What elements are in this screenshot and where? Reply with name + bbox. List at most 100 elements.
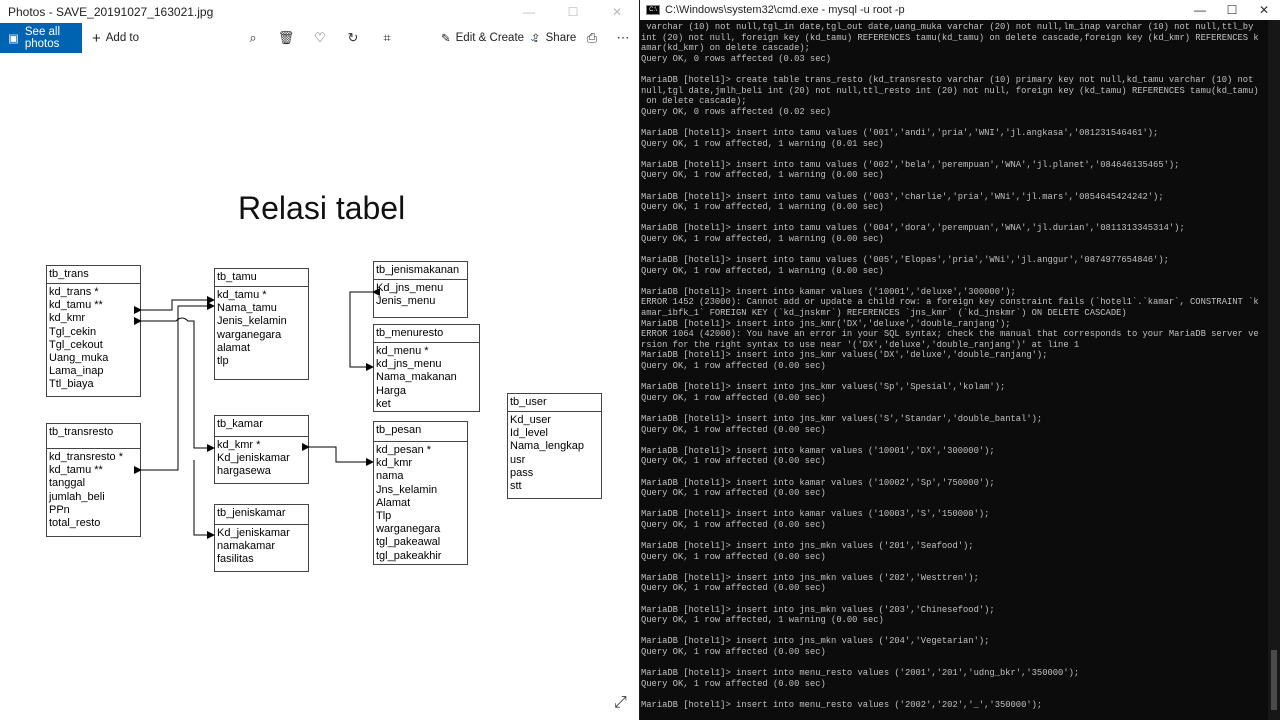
console-line: Query OK, 1 row affected (0.00 sec) [641, 519, 826, 530]
table-name: tb_transresto [47, 424, 140, 449]
table-field: jumlah_beli [49, 490, 105, 503]
table-field: stt [510, 480, 522, 493]
table-field: total_resto [49, 517, 101, 530]
console-line: Query OK, 1 row affected (0.00 sec) [641, 456, 826, 467]
table-field: Alamat [376, 496, 411, 509]
table-name: tb_user [508, 394, 601, 412]
console-line: Query OK, 1 row affected, 1 warning (0.0… [641, 202, 884, 213]
console-line: Query OK, 1 row affected, 1 warning (0.0… [641, 170, 884, 181]
rotate-icon[interactable]: ↻ [347, 30, 359, 45]
photos-icon: ▣ [8, 33, 19, 45]
table-field: Tlp [376, 510, 392, 523]
share-button[interactable]: ⇪ Share [531, 31, 576, 45]
table-tb-pesan: tb_pesan kd_pesan * kd_kmr nama Jns_kela… [373, 421, 468, 565]
console-line [641, 213, 1267, 224]
console-line: MariaDB [hotel1]> insert into menu_resto… [641, 700, 1043, 710]
console-line [641, 562, 1267, 573]
console-line: Query OK, 1 row affected (0.00 sec) [641, 424, 826, 435]
table-field: Nama_makanan [376, 371, 457, 384]
table-field: Kd_jns_menu [376, 282, 444, 294]
console-line: MariaDB [hotel1]> insert into jns_mkn va… [641, 572, 979, 583]
console-line: ERROR 1452 (23000): Cannot add or update… [641, 297, 1259, 308]
table-field: warganegara [376, 523, 441, 536]
table-field: fasilitas [217, 553, 254, 566]
more-icon[interactable]: ⋯ [616, 30, 630, 45]
table-field: kd_kmr [49, 312, 86, 325]
see-all-photos-label: See all photos [24, 26, 61, 50]
table-field: Jns_kelamin [376, 483, 438, 496]
print-icon[interactable]: ⎙ [586, 30, 598, 45]
table-field: Kd_jeniskamar [217, 452, 290, 465]
close-icon[interactable]: ✕ [611, 4, 623, 19]
crop-icon[interactable]: ⌗ [383, 30, 391, 45]
console-line [641, 435, 1267, 446]
table-field: PPn [49, 503, 70, 516]
console-line: ERROR 1064 (42000): You have an error in… [641, 329, 1259, 340]
console-line: amar(kd_kmr) on delete cascade); [641, 43, 810, 54]
console-line: MariaDB [hotel1]> insert into tamu value… [641, 127, 1159, 138]
table-field: warganegara [217, 328, 282, 341]
console-line: MariaDB [hotel1]> insert into jns_mkn va… [641, 636, 990, 647]
console-line [641, 499, 1267, 510]
expand-icon[interactable]: ⤢ [614, 694, 627, 711]
console-line: Query OK, 1 row affected (0.00 sec) [641, 678, 826, 689]
close-icon[interactable]: ✕ [1258, 3, 1270, 17]
table-name: tb_jeniskamar [215, 505, 308, 525]
table-field: nama [376, 470, 404, 483]
cmd-app-icon: C:\ [646, 5, 660, 15]
table-field: tlp [217, 355, 229, 368]
table-tb-kamar: tb_kamar kd_kmr * Kd_jeniskamar hargasew… [214, 415, 309, 484]
console-line [641, 403, 1267, 414]
console-line: null,tgl date,jmlh_beli int (20) not nul… [641, 85, 1259, 96]
table-field: Id_level [510, 427, 548, 440]
table-field: kd_trans * [49, 286, 99, 298]
zoom-icon[interactable]: ⌕ [249, 30, 257, 45]
console-line: Query OK, 1 row affected, 1 warning (0.0… [641, 615, 884, 626]
maximize-icon[interactable]: ☐ [1226, 3, 1238, 17]
console-line: Query OK, 1 row affected, 1 warning (0.0… [641, 265, 884, 276]
table-field: Uang_muka [49, 352, 109, 365]
minimize-icon[interactable]: — [1194, 3, 1206, 17]
console-line [641, 626, 1267, 637]
console-line: Query OK, 1 row affected (0.00 sec) [641, 488, 826, 499]
table-field: ket [376, 397, 391, 410]
console-line: MariaDB [hotel1]> insert into jns_kmr va… [641, 350, 1048, 361]
see-all-photos-button[interactable]: ▣ See all photos [0, 23, 82, 53]
table-field: namakamar [217, 540, 276, 553]
favorite-icon[interactable]: ♡ [314, 30, 326, 45]
console-output[interactable]: varchar (10) not null,tgl_in date,tgl_ou… [641, 22, 1267, 711]
delete-icon[interactable]: 🗑 [277, 30, 295, 45]
console-line: on delete cascade); [641, 96, 747, 107]
console-line [641, 689, 1267, 700]
table-field: kd_jns_menu [376, 358, 442, 371]
scrollbar-thumb[interactable] [1271, 650, 1277, 710]
console-line [641, 531, 1267, 542]
console-line [641, 149, 1267, 160]
console-line: MariaDB [hotel1]> create table trans_res… [641, 74, 1254, 85]
edit-create-button[interactable]: ✎ Edit & Create ⌄ [441, 31, 537, 45]
console-line: amar_ibfk_1` FOREIGN KEY (`kd_jnskmr`) R… [641, 308, 1127, 319]
table-tb-tamu: tb_tamu kd_tamu * Nama_tamu Jenis_kelami… [214, 268, 309, 380]
add-to-button[interactable]: + Add to [82, 30, 139, 47]
table-tb-transresto: tb_transresto kd_transresto * kd_tamu **… [46, 423, 141, 537]
console-line [641, 372, 1267, 383]
table-field: kd_kmr * [217, 439, 261, 451]
maximize-icon[interactable]: ☐ [567, 4, 579, 19]
console-line: Query OK, 0 rows affected (0.02 sec) [641, 106, 832, 117]
console-line: Query OK, 0 rows affected (0.03 sec) [641, 53, 832, 64]
slide-title: Relasi tabel [238, 190, 406, 226]
table-name: tb_kamar [215, 416, 308, 437]
console-line: MariaDB [hotel1]> insert into kamar valu… [641, 477, 995, 488]
console-line: Query OK, 1 row affected (0.00 sec) [641, 583, 826, 594]
table-field: Nama_lengkap [510, 440, 584, 453]
add-to-label: Add to [105, 32, 140, 44]
edit-icon: ✎ [441, 33, 451, 45]
console-line: MariaDB [hotel1]> insert into tamu value… [641, 255, 1169, 266]
share-icon: ⇪ [531, 33, 541, 45]
table-field: tgl_pakeawal [376, 536, 441, 549]
console-scrollbar[interactable] [1268, 20, 1280, 720]
minimize-icon[interactable]: — [523, 4, 535, 19]
console-line: int (20) not null, foreign key (kd_tamu)… [641, 32, 1259, 43]
table-field: Kd_jeniskamar [217, 527, 290, 539]
table-field: kd_pesan * [376, 444, 432, 456]
